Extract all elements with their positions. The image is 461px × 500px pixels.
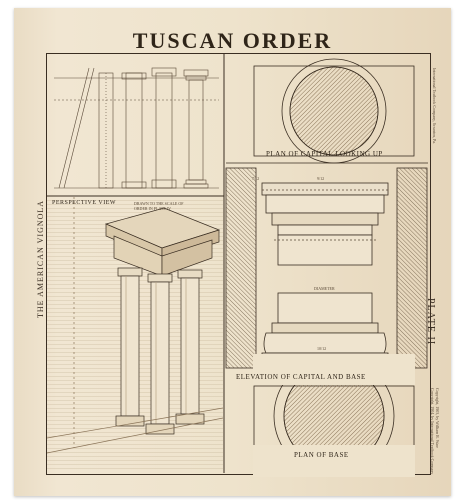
diameter-label: DIAMETER <box>314 286 335 291</box>
plate-frame <box>46 53 431 475</box>
perspective-note: DRAWN TO THE SCALE OF ORDER IN PLATE IV <box>134 201 184 211</box>
dimension-mark-3: 10/12 <box>317 346 327 351</box>
caption-plan-base: PLAN OF BASE <box>294 451 349 459</box>
elevation-drawing <box>225 162 428 369</box>
caption-plan-capital: PLAN OF CAPITAL LOOKING UP <box>266 150 383 158</box>
plate-sheet: TUSCAN ORDER THE AMERICAN VIGNOLA PLATE … <box>14 8 451 496</box>
column-construction-drawing <box>54 67 219 189</box>
caption-perspective: PERSPECTIVE VIEW <box>52 200 117 206</box>
plan-base-drawing <box>253 354 415 477</box>
plan-capital-drawing <box>253 58 415 164</box>
perspective-view-drawing <box>46 197 224 472</box>
plate-drawings <box>46 53 428 477</box>
plate-title: TUSCAN ORDER <box>132 28 333 53</box>
dimension-mark-1: 7/12 <box>252 176 260 181</box>
dimension-mark-2: 9/12 <box>317 176 325 181</box>
caption-elevation: ELEVATION OF CAPITAL AND BASE <box>236 373 366 381</box>
